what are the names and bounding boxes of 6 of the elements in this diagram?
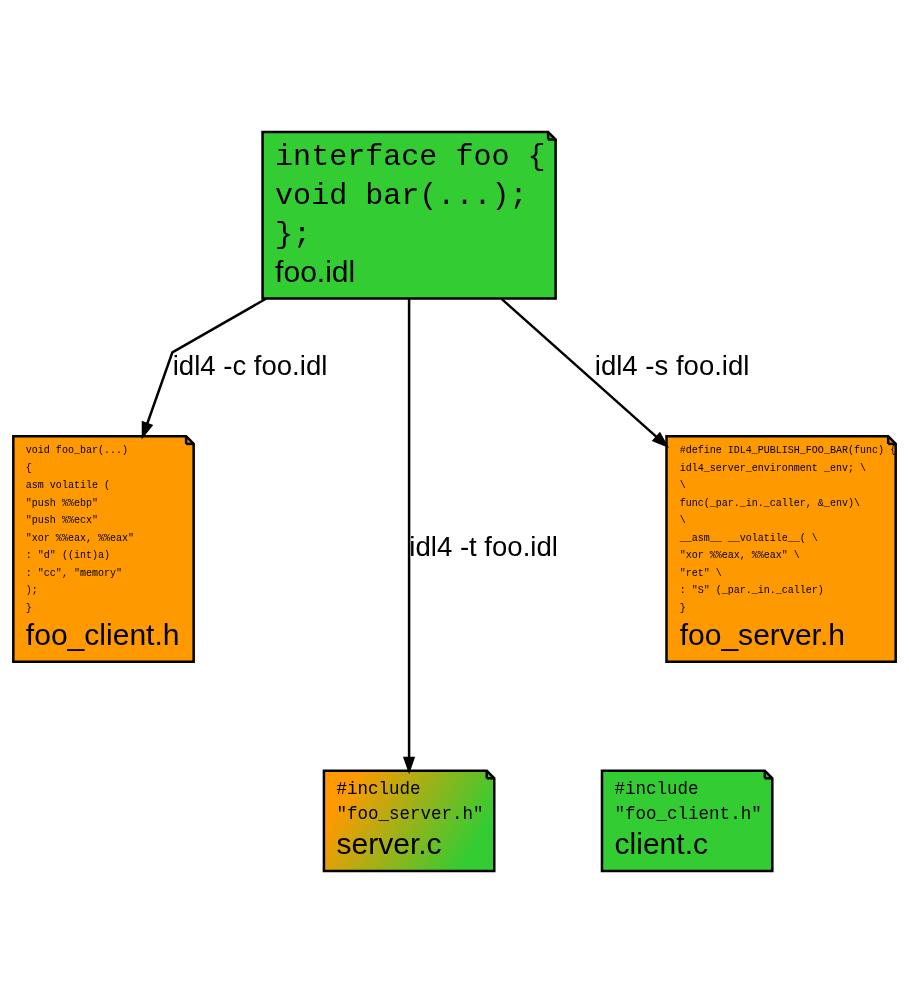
edge-label: idl4 -t foo.idl: [409, 531, 558, 563]
arrow: [141, 297, 267, 440]
arrow: [500, 297, 669, 448]
arrow: [402, 298, 416, 775]
edge-label: idl4 -c foo.idl: [172, 349, 328, 381]
edge-label: idl4 -s foo.idl: [594, 349, 750, 381]
